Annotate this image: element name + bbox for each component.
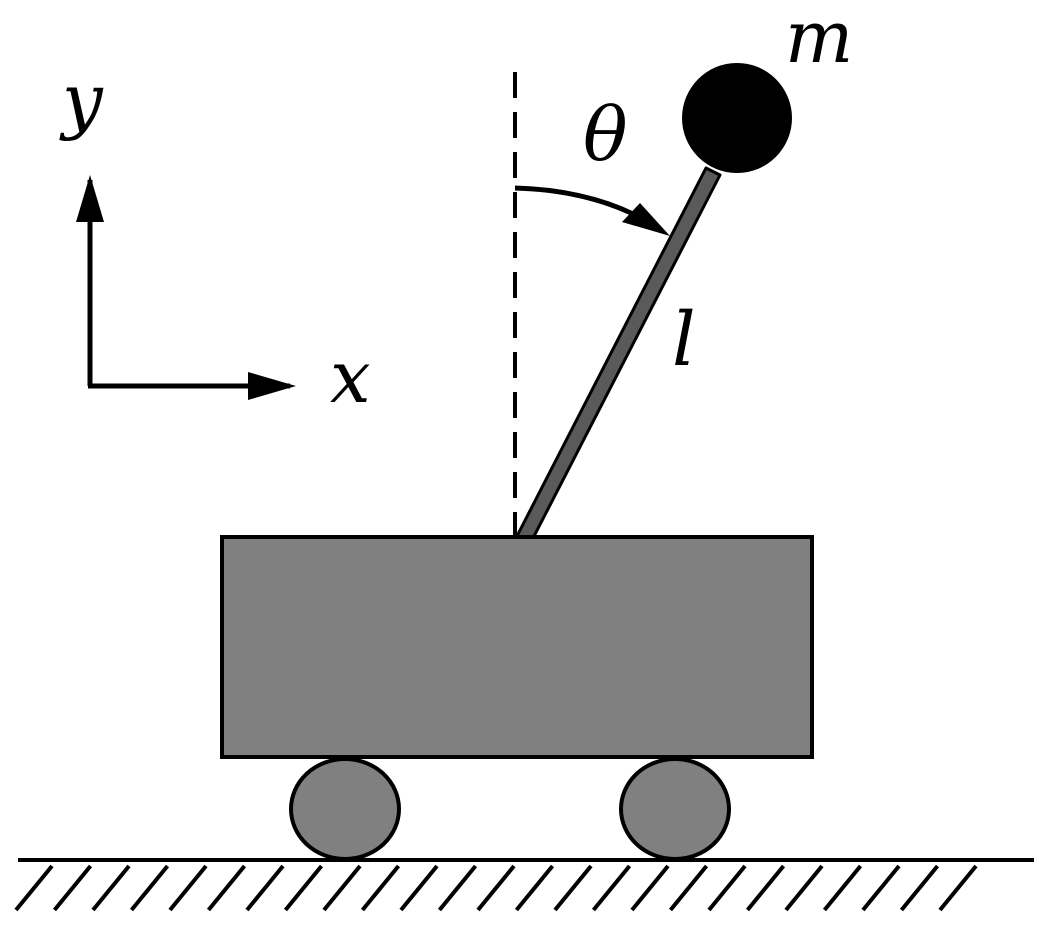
ground-hatch-mark bbox=[668, 864, 709, 912]
ground-hatch-mark bbox=[129, 864, 170, 912]
angle-arrowhead bbox=[622, 203, 670, 236]
mass-label: m bbox=[785, 0, 853, 79]
ground-hatch-mark bbox=[745, 864, 786, 912]
ground-hatch-mark bbox=[283, 864, 324, 912]
ground-hatch-mark bbox=[784, 864, 824, 912]
x-axis-label: x bbox=[330, 335, 371, 419]
ground-hatch-mark bbox=[899, 864, 940, 912]
ground-hatch-mark bbox=[14, 864, 54, 912]
cart-body bbox=[220, 535, 814, 759]
ground-hatching bbox=[14, 864, 978, 912]
ground-hatch-mark bbox=[399, 864, 439, 912]
coordinate-axes: y x bbox=[59, 58, 371, 419]
ground-hatch-mark bbox=[861, 864, 901, 912]
ground-hatch-mark bbox=[360, 864, 401, 912]
ground bbox=[14, 858, 1034, 912]
cart-wheel-right bbox=[619, 757, 731, 861]
ground-hatch-mark bbox=[938, 864, 978, 912]
ground-hatch-mark bbox=[553, 864, 593, 912]
x-axis-arrowhead bbox=[248, 372, 296, 400]
ground-hatch-mark bbox=[591, 864, 632, 912]
cart-wheel-left bbox=[289, 757, 401, 861]
ground-hatch-mark bbox=[168, 864, 208, 912]
ground-hatch-mark bbox=[206, 864, 247, 912]
angle-label: θ bbox=[583, 92, 628, 178]
ground-hatch-mark bbox=[822, 864, 863, 912]
ground-hatch-mark bbox=[322, 864, 362, 912]
ground-hatch-mark bbox=[707, 864, 747, 912]
y-axis-arrowhead bbox=[76, 175, 104, 222]
rod-length-label: l bbox=[672, 297, 696, 383]
ground-hatch-mark bbox=[630, 864, 670, 912]
angle-arc bbox=[514, 185, 647, 223]
ground-hatch-mark bbox=[476, 864, 516, 912]
ground-hatch-mark bbox=[245, 864, 285, 912]
pendulum-bob bbox=[682, 63, 792, 173]
ground-hatch-mark bbox=[437, 864, 478, 912]
ground-hatch-mark bbox=[514, 864, 555, 912]
y-axis-label: y bbox=[59, 58, 104, 142]
ground-hatch-mark bbox=[91, 864, 131, 912]
angle-indicator: θ bbox=[514, 92, 670, 236]
ground-hatch-mark bbox=[52, 864, 93, 912]
